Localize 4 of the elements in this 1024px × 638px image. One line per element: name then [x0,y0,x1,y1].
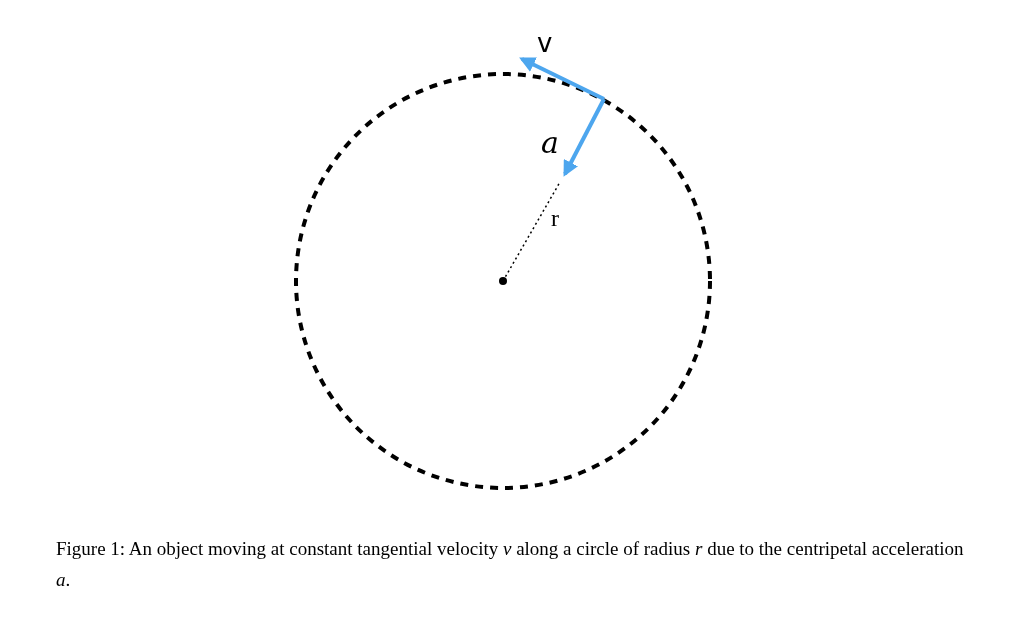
acceleration-label: a [541,128,559,158]
radius-label: r [551,206,559,230]
velocity-label: v [537,30,553,56]
figure-caption: Figure 1: An object moving at constant tangential velocity v along a circle of radius r due to the centripetal acceleration a. [56,537,965,592]
